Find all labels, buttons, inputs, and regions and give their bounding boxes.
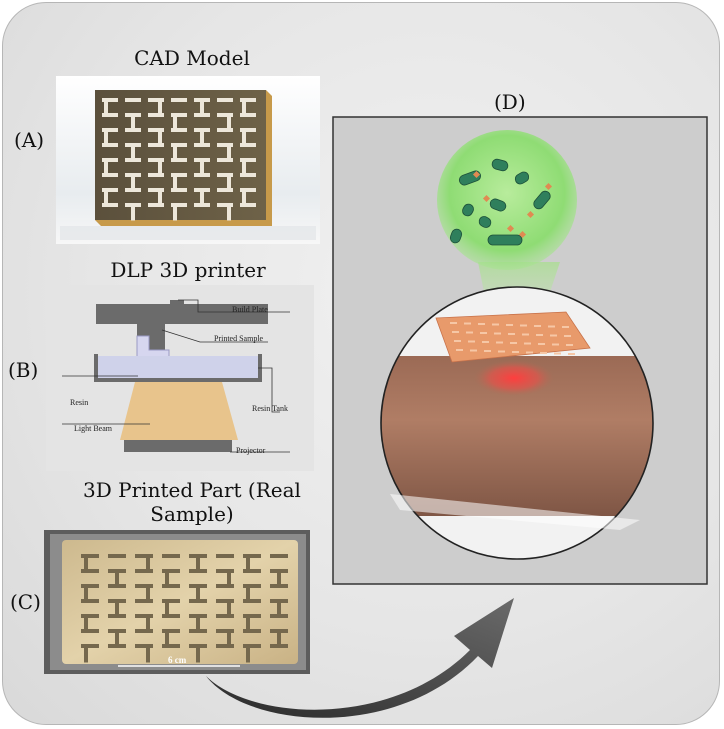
panel-a-title: CAD Model	[134, 46, 250, 70]
panel-d-tag: (D)	[494, 90, 526, 114]
label-build-plate: Build Plate	[232, 305, 268, 314]
label-resin: Resin	[70, 398, 89, 407]
label-printed-sample: Printed Sample	[214, 334, 264, 343]
panel-b-title: DLP 3D printer	[110, 258, 266, 282]
panel-c-tag: (C)	[10, 590, 41, 614]
panel-b-tag: (B)	[8, 358, 39, 382]
label-resin-tank: Resin Tank	[252, 404, 288, 413]
panel-c-title-line2: Sample)	[150, 502, 234, 526]
scale-bar-label: 6 cm	[168, 655, 187, 665]
label-light-beam: Light Beam	[74, 424, 112, 433]
panel-a-tag: (A)	[14, 128, 45, 152]
panel-c-title-line1: 3D Printed Part (Real	[83, 478, 301, 502]
label-projector: Projector	[236, 446, 266, 455]
